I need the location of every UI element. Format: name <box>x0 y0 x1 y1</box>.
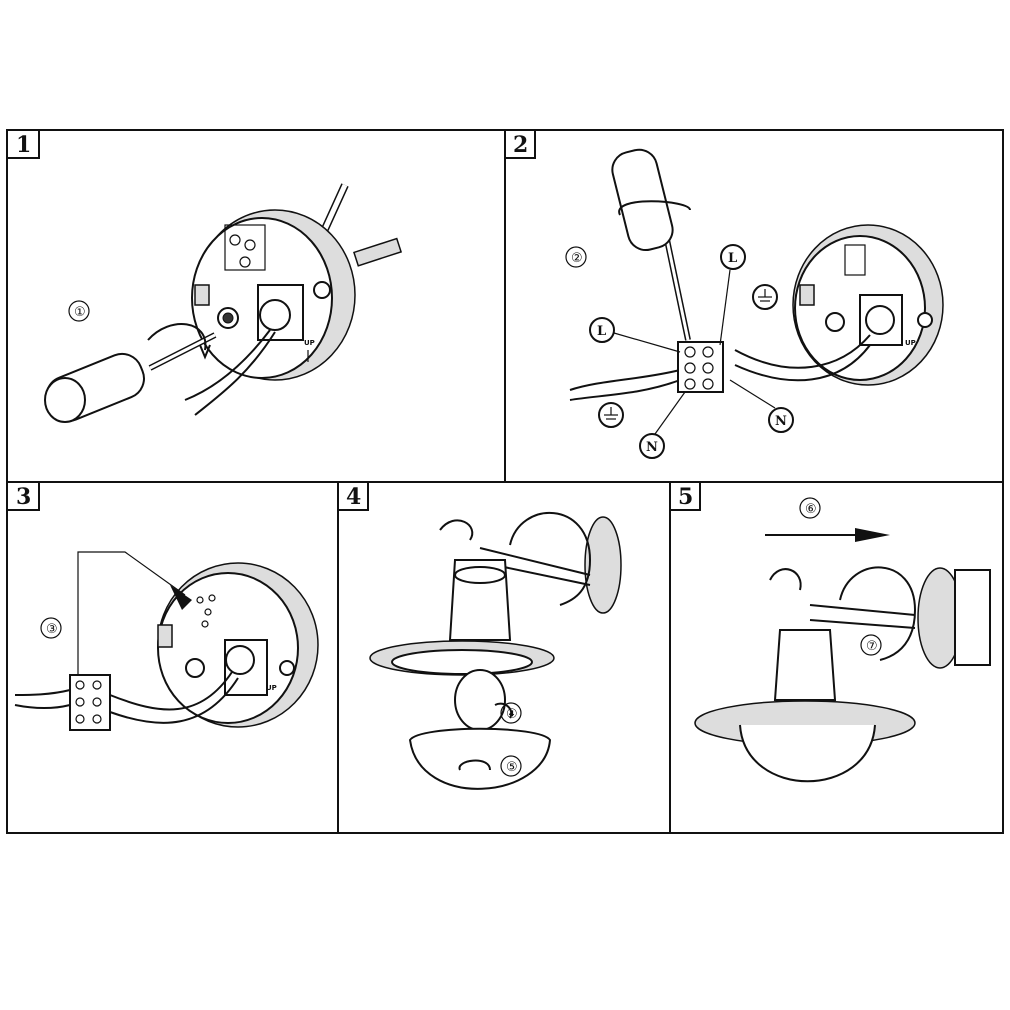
panel-5-illustration: ⑥ ⑦ <box>694 497 991 783</box>
svg-text:UP: UP <box>304 339 315 347</box>
svg-text:1: 1 <box>16 132 31 158</box>
svg-text:2: 2 <box>513 132 528 158</box>
live-label-right: L <box>720 244 746 270</box>
ground-symbol-left-icon <box>598 402 624 428</box>
svg-text:⑤: ⑤ <box>506 760 518 775</box>
svg-text:②: ② <box>571 251 583 266</box>
step-3-badge: 3 <box>6 481 40 511</box>
panel-1-illustration: UP ① <box>44 183 403 423</box>
svg-text:③: ③ <box>46 622 58 637</box>
svg-text:④: ④ <box>506 707 518 722</box>
neutral-label-right: N <box>768 407 794 433</box>
svg-text:UP: UP <box>266 684 277 692</box>
panel-4-illustration: ④ ⑤ <box>369 512 622 790</box>
svg-text:⑥: ⑥ <box>805 502 817 517</box>
svg-text:L: L <box>597 324 606 339</box>
step-1-badge: 1 <box>6 129 40 159</box>
svg-text:UP: UP <box>905 339 916 347</box>
ground-symbol-right-icon <box>752 284 778 310</box>
panel-2-illustration: UP ② L L N N <box>565 148 944 459</box>
svg-text:N: N <box>646 440 658 455</box>
step-4-badge: 4 <box>337 481 369 511</box>
svg-text:3: 3 <box>16 484 31 510</box>
step-5-badge: 5 <box>669 481 701 511</box>
svg-text:①: ① <box>74 305 86 320</box>
svg-text:4: 4 <box>346 484 361 510</box>
panel-3-illustration: UP ③ <box>14 551 319 731</box>
svg-text:N: N <box>775 414 787 429</box>
svg-text:5: 5 <box>678 484 693 510</box>
step-2-badge: 2 <box>504 129 536 159</box>
svg-text:⑦: ⑦ <box>866 639 878 654</box>
neutral-label-left: N <box>639 433 665 459</box>
svg-text:L: L <box>728 251 737 266</box>
live-label-left: L <box>589 317 615 343</box>
